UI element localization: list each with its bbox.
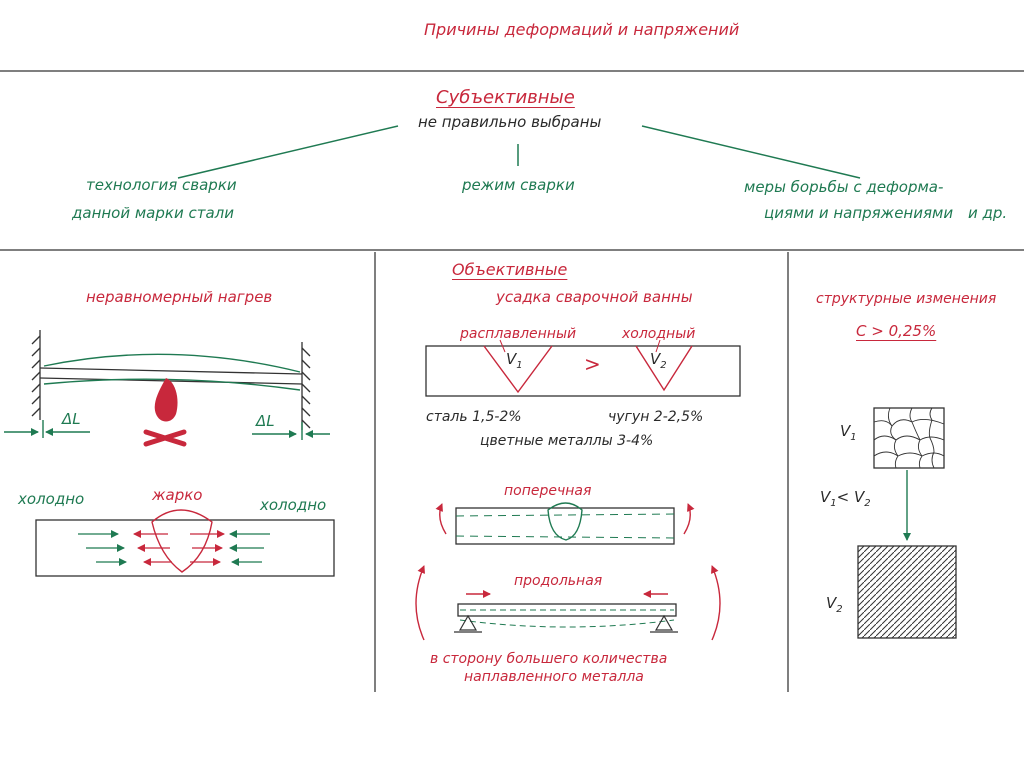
structure-compare-label: V1< V2 — [820, 488, 871, 509]
structure-v1-label: V1 — [840, 422, 857, 443]
objective-subheading: усадка сварочной ванны — [496, 288, 693, 306]
right-wall-icon — [301, 342, 311, 430]
cold-pointer — [655, 339, 661, 353]
direction-note-line1: в сторону большего количества — [430, 651, 668, 667]
support-left-icon — [454, 614, 482, 633]
structural-heading: структурные изменения — [816, 291, 997, 307]
support-right-icon — [650, 614, 678, 633]
volume-v2-label: V2 — [650, 350, 667, 371]
transverse-label: поперечная — [504, 483, 592, 499]
cold-hot-bar-diagram — [35, 509, 335, 577]
subjective-item-technology-line1: технология сварки — [86, 176, 237, 194]
hot-label: жарко — [152, 486, 203, 504]
greater-sign: > — [584, 352, 601, 376]
cast-iron-shrinkage: чугун 2-2,5% — [608, 409, 704, 425]
nonferrous-shrinkage: цветные металлы 3-4% — [480, 433, 654, 449]
left-wall-icon — [31, 330, 41, 420]
delta-l-right-label: ΔL — [256, 412, 275, 430]
transverse-plate — [435, 502, 695, 545]
direction-note-line2: наплавленного металла — [464, 669, 644, 685]
structure-v2-label: V2 — [826, 594, 843, 615]
subjective-etc: и др. — [968, 204, 1008, 222]
steel-shrinkage: сталь 1,5-2% — [426, 409, 522, 425]
grain-structure-v1 — [873, 407, 945, 469]
subjective-item-measures-line1: меры борьбы с деформа- — [744, 178, 944, 196]
longitudinal-plate — [415, 565, 721, 641]
subjective-item-mode: режим сварки — [462, 176, 575, 194]
delta-right-arrows — [252, 422, 330, 440]
heated-beam-diagram — [4, 330, 330, 447]
cold-left-label: холодно — [18, 490, 85, 508]
subjective-heading: Субъективные — [436, 87, 575, 108]
longitudinal-label: продольная — [514, 573, 603, 589]
subjective-item-measures-line2: циями и напряжениями — [764, 204, 954, 222]
cold-right-label: холодно — [260, 496, 327, 514]
objective-heading: Объективные — [452, 260, 568, 279]
subjective-item-technology-line2: данной марки стали — [72, 204, 234, 222]
weld-groove-plate — [425, 339, 741, 397]
uneven-heating-heading: неравномерный нагрев — [86, 288, 273, 306]
page-title: Причины деформаций и напряжений — [424, 20, 740, 39]
section-rules — [0, 70, 1024, 692]
delta-l-left-label: ΔL — [62, 410, 81, 428]
molten-label: расплавленный — [460, 326, 577, 342]
flame-icon — [143, 378, 187, 447]
carbon-condition: C > 0,25% — [856, 322, 937, 340]
grain-structure-v2 — [857, 545, 957, 639]
cold-weld-label: холодный — [622, 326, 696, 342]
volume-v1-label: V1 — [506, 350, 523, 371]
subjective-branch-lines — [177, 125, 861, 179]
subjective-subheading: не правильно выбраны — [418, 113, 602, 131]
molten-pointer — [499, 339, 506, 353]
delta-left-arrows — [4, 420, 90, 438]
